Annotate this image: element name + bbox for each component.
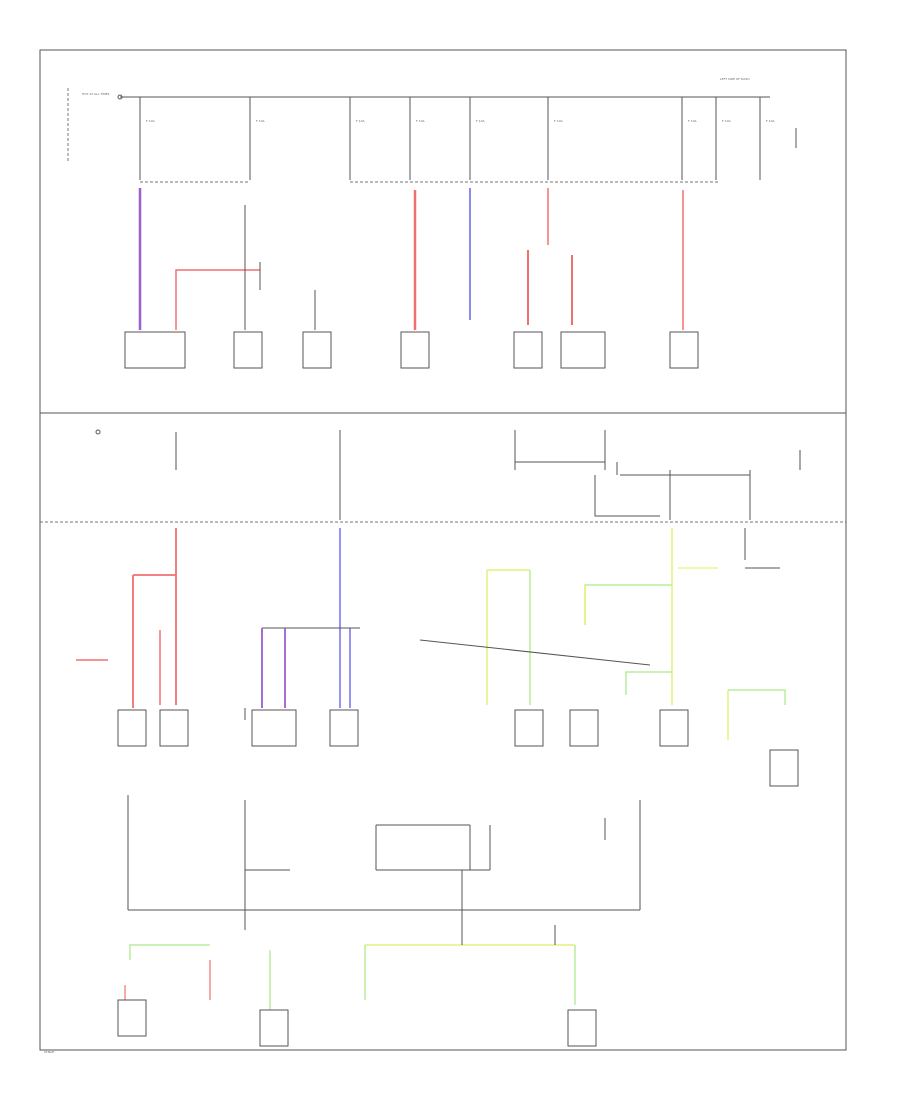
svg-text:F 10A: F 10A (688, 119, 697, 123)
footer-code: STNAH (44, 1050, 54, 1054)
svg-text:F 10A: F 10A (416, 119, 425, 123)
svg-text:F 10A: F 10A (554, 119, 563, 123)
svg-text:F 10A: F 10A (356, 119, 365, 123)
svg-text:F 10A: F 10A (722, 119, 731, 123)
section-top: F 10A F 10A F 10A F 10A F 10A F 10A F 10… (67, 77, 797, 369)
svg-text:F 10A: F 10A (146, 119, 155, 123)
svg-text:LEFT SIDE OF DASH: LEFT SIDE OF DASH (720, 77, 749, 81)
svg-text:HOT AT ALL TIMES: HOT AT ALL TIMES (82, 92, 110, 96)
diagram-frame (39, 49, 847, 1051)
svg-text:F 10A: F 10A (256, 119, 265, 123)
svg-text:F 10A: F 10A (476, 119, 485, 123)
section-middle (95, 429, 801, 520)
section-bottom (117, 795, 641, 1047)
section-lower (76, 528, 799, 787)
svg-text:F 10A: F 10A (766, 119, 775, 123)
